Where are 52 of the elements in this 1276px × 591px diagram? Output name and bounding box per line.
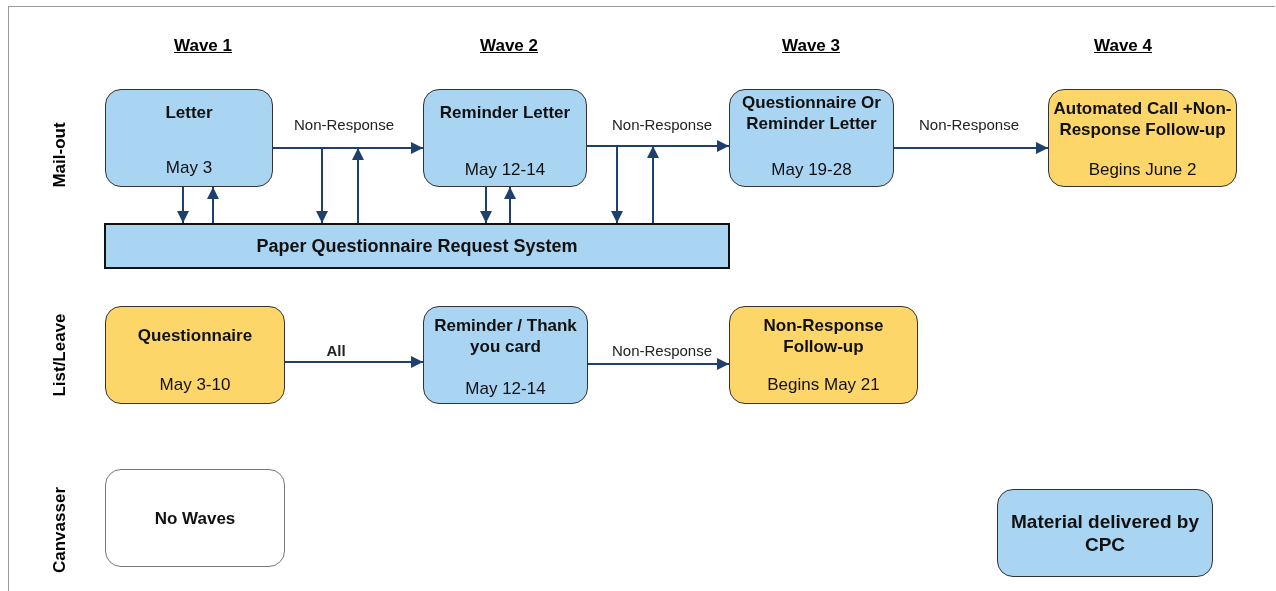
node-title: Paper Questionnaire Request System xyxy=(256,235,578,257)
arrow xyxy=(647,145,659,224)
arrow xyxy=(316,147,328,224)
node-title: Questionnaire Or Reminder Letter xyxy=(741,92,882,134)
node-title: Reminder Letter xyxy=(439,102,571,123)
column-heading: Wave 2 xyxy=(480,36,538,56)
no-waves-box xyxy=(105,469,285,567)
node-title: Reminder / Thank you card xyxy=(433,315,578,357)
node-title: No Waves xyxy=(154,507,236,529)
edge-label: Non-Response xyxy=(918,116,1020,133)
questionnaire-box xyxy=(729,89,894,187)
reminder-letter-box xyxy=(423,89,587,187)
arrow xyxy=(504,186,516,224)
edge-label: Non-Response xyxy=(293,116,395,133)
questionnaire-box xyxy=(105,306,285,404)
date-text: Begins June 2 xyxy=(1088,159,1197,180)
edge-label: All xyxy=(326,342,346,359)
edge-label: Non-Response xyxy=(611,342,713,359)
request-system-bar xyxy=(104,223,730,269)
follow-up-box xyxy=(1048,89,1237,187)
node-title: Material delivered by CPC xyxy=(1010,510,1200,556)
date-text: May 12-14 xyxy=(465,378,546,399)
arrow xyxy=(893,142,1049,154)
date-text: Begins May 21 xyxy=(767,374,880,395)
reminder-card-box xyxy=(423,306,588,404)
arrow xyxy=(352,147,364,224)
column-heading: Wave 4 xyxy=(1094,36,1152,56)
column-heading: Wave 3 xyxy=(782,36,840,56)
row-heading: Mail-out xyxy=(50,122,70,188)
follow-up-box xyxy=(729,306,918,404)
edge-label: Non-Response xyxy=(611,116,713,133)
node-title: Automated Call +Non-Response Follow-up xyxy=(1052,98,1233,140)
arrow xyxy=(272,142,424,154)
node-title: Questionnaire xyxy=(137,325,253,346)
arrow xyxy=(586,140,730,152)
row-heading: Canvasser xyxy=(50,487,70,573)
row-heading: List/Leave xyxy=(50,313,70,397)
column-heading: Wave 1 xyxy=(174,36,232,56)
date-text: May 12-14 xyxy=(464,159,546,180)
node-title: Non-Response Follow-up xyxy=(762,315,885,357)
letter-box xyxy=(105,89,273,187)
arrow xyxy=(587,358,730,370)
arrow xyxy=(177,186,189,224)
date-text: May 3-10 xyxy=(159,374,231,395)
arrow xyxy=(284,356,424,368)
arrow xyxy=(480,186,492,224)
arrow xyxy=(207,186,219,224)
node-title: Letter xyxy=(165,102,213,123)
date-text: May 3 xyxy=(165,157,213,178)
delivery-box xyxy=(997,489,1213,577)
arrow xyxy=(611,145,623,224)
date-text: May 19-28 xyxy=(771,159,852,180)
